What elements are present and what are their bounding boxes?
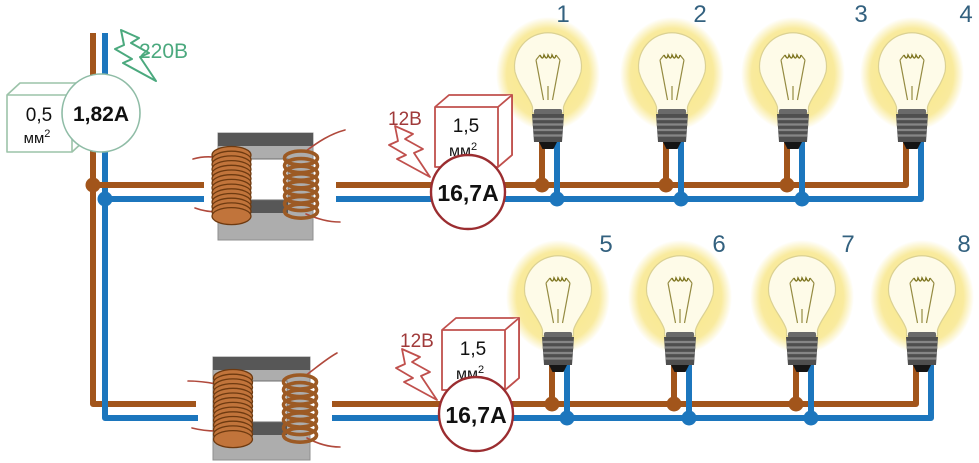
bulb-number-4: 4 [959, 1, 972, 28]
bulb-number-2: 2 [693, 1, 706, 28]
line2-meter-current: 16,7А [445, 402, 506, 428]
bulb-number-6: 6 [712, 231, 725, 258]
wire-gauge-value: 1,5 [453, 116, 479, 137]
junction-dot [658, 177, 674, 193]
transformer-1-secondary-coil [282, 149, 320, 220]
wire-gauge-box-line1: 1,5 мм2 [434, 94, 513, 168]
bulb-6 [626, 238, 734, 374]
bulbs-bottom-row [504, 238, 976, 374]
bulb-number-1: 1 [556, 1, 569, 28]
neutral-wire-main [102, 33, 198, 421]
voltage-label-220v: 220В [139, 40, 188, 63]
lightning-icon [388, 125, 431, 178]
transformer-1 [192, 129, 346, 241]
bulb-number-5: 5 [599, 231, 612, 258]
junction-dot [681, 410, 697, 426]
source-voltage-callout: 220В [114, 29, 188, 82]
lightning-icon [395, 348, 438, 401]
transformer-2-primary-coil [212, 368, 254, 449]
bulb-number-8: 8 [957, 231, 970, 258]
line1-meter: 16,7А [429, 153, 507, 231]
junction-dot [788, 396, 804, 412]
junction-dot [97, 191, 113, 207]
junction-dot [544, 396, 560, 412]
bulb-number-3: 3 [854, 1, 867, 28]
junction-dot [673, 191, 689, 207]
junction-dot [549, 191, 565, 207]
bulb-8 [868, 238, 976, 374]
phase-wire-main [90, 33, 196, 407]
phase-bus-top [336, 130, 909, 188]
junction-dot [559, 410, 575, 426]
source-meter: 1,82А [61, 73, 141, 153]
wire-gauge-value: 0,5 [26, 105, 52, 126]
line1-voltage-callout: 12В [388, 109, 431, 178]
transformer-2 [187, 352, 341, 461]
bulb-number-7: 7 [841, 231, 854, 258]
voltage-label-12v: 12В [388, 109, 422, 130]
line1-meter-current: 16,7А [437, 180, 498, 206]
neutral-bus-top [336, 130, 924, 202]
transformer-2-secondary-coil [281, 373, 319, 445]
wire-gauge-unit: мм2 [24, 128, 51, 147]
bulb-3 [739, 15, 847, 151]
junction-dot [666, 396, 682, 412]
source-meter-current: 1,82А [73, 103, 129, 126]
line2-meter: 16,7А [437, 375, 515, 453]
junction-dot [779, 177, 795, 193]
junction-dot [534, 177, 550, 193]
bulb-5 [504, 238, 612, 374]
bulb-2 [618, 15, 726, 151]
junction-dot [803, 410, 819, 426]
bulb-7 [748, 238, 856, 374]
bulb-4 [858, 15, 966, 151]
bulb-numbers: 1 2 3 4 5 6 7 8 [556, 1, 972, 258]
neutral-bus-bottom [332, 350, 934, 421]
transformer-1-primary-coil [211, 145, 252, 226]
junction-dot [85, 177, 101, 193]
wire-gauge-value: 1,5 [460, 339, 486, 360]
line2-voltage-callout: 12В [395, 331, 438, 401]
voltage-label-12v: 12В [400, 331, 434, 352]
bulbs-top-row [494, 15, 966, 151]
junction-dot [794, 191, 810, 207]
